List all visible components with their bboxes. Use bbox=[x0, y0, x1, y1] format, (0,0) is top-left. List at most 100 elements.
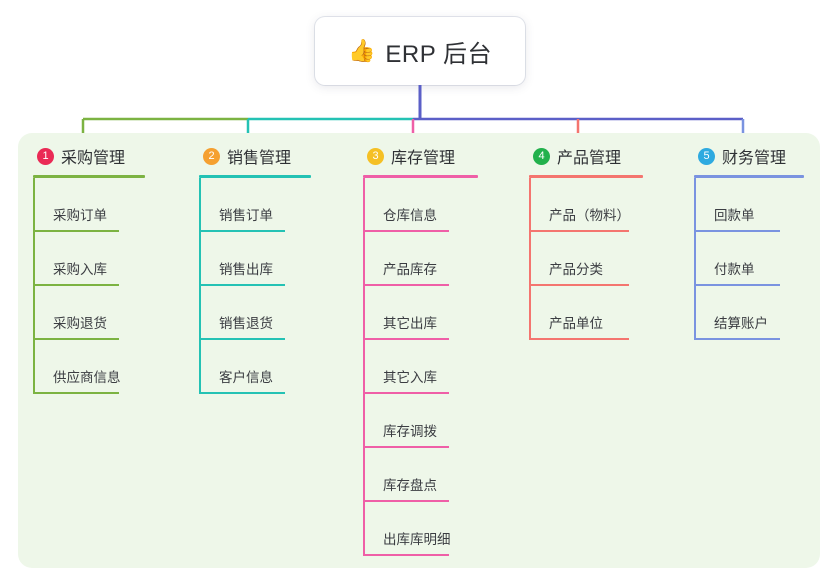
leaf-node[interactable]: 采购退货 bbox=[33, 286, 145, 340]
leaf-node[interactable]: 其它入库 bbox=[363, 340, 478, 394]
leaf-node[interactable]: 库存调拨 bbox=[363, 394, 478, 448]
leaf-node-rule bbox=[529, 284, 629, 286]
column-header-1[interactable]: 1 采购管理 bbox=[33, 144, 145, 168]
column-header-4[interactable]: 4 产品管理 bbox=[529, 144, 643, 168]
leaf-node-label: 结算账户 bbox=[714, 316, 768, 331]
column-header-rule bbox=[33, 175, 145, 178]
column-items: 仓库信息产品库存其它出库其它入库库存调拨库存盘点出库库明细 bbox=[363, 178, 478, 556]
column-badge-number: 1 bbox=[37, 147, 54, 165]
diagram-panel bbox=[18, 133, 820, 568]
leaf-node-label: 客户信息 bbox=[219, 370, 273, 385]
leaf-node-label: 其它入库 bbox=[383, 370, 437, 385]
leaf-node-label: 采购订单 bbox=[53, 208, 107, 223]
column-4: 4 产品管理产品（物料） 产品分类产品单位 bbox=[529, 144, 643, 340]
column-spine bbox=[33, 178, 35, 394]
column-header-rule bbox=[199, 175, 311, 178]
leaf-node-rule bbox=[199, 338, 285, 340]
leaf-node-label: 付款单 bbox=[714, 262, 755, 277]
leaf-node-rule bbox=[199, 284, 285, 286]
column-items: 采购订单采购入库采购退货供应商信息 bbox=[33, 178, 145, 394]
leaf-node-rule bbox=[199, 392, 285, 394]
leaf-node-rule bbox=[33, 338, 119, 340]
root-node-title: ERP 后台 bbox=[385, 40, 492, 68]
leaf-node-label: 回款单 bbox=[714, 208, 755, 223]
leaf-node-label: 其它出库 bbox=[383, 316, 437, 331]
leaf-node[interactable]: 产品（物料） bbox=[529, 178, 643, 232]
leaf-node-rule bbox=[529, 230, 629, 232]
column-badge-number: 5 bbox=[698, 147, 715, 165]
column-header-3[interactable]: 3 库存管理 bbox=[363, 144, 478, 168]
column-badge-number: 2 bbox=[203, 147, 220, 165]
leaf-node-rule bbox=[33, 284, 119, 286]
leaf-node-label: 采购退货 bbox=[53, 316, 107, 331]
leaf-node-label: 产品（物料） bbox=[549, 208, 630, 223]
leaf-node[interactable]: 产品分类 bbox=[529, 232, 643, 286]
column-spine bbox=[529, 178, 531, 340]
leaf-node[interactable]: 采购订单 bbox=[33, 178, 145, 232]
column-5: 5 财务管理回款单付款单结算账户 bbox=[694, 144, 804, 340]
leaf-node-label: 仓库信息 bbox=[383, 208, 437, 223]
column-1: 1 采购管理采购订单采购入库采购退货供应商信息 bbox=[33, 144, 145, 394]
leaf-node-label: 销售退货 bbox=[219, 316, 273, 331]
column-2: 2 销售管理销售订单销售出库销售退货客户信息 bbox=[199, 144, 311, 394]
leaf-node[interactable]: 供应商信息 bbox=[33, 340, 145, 394]
leaf-node[interactable]: 其它出库 bbox=[363, 286, 478, 340]
root-node-card[interactable]: 👍 ERP 后台 bbox=[315, 17, 525, 85]
leaf-node-rule bbox=[363, 230, 449, 232]
leaf-node[interactable]: 采购入库 bbox=[33, 232, 145, 286]
leaf-node[interactable]: 付款单 bbox=[694, 232, 804, 286]
column-spine bbox=[363, 178, 365, 556]
leaf-node[interactable]: 出库库明细 bbox=[363, 502, 478, 556]
leaf-node-label: 库存盘点 bbox=[383, 478, 437, 493]
column-badge-number: 4 bbox=[533, 147, 550, 165]
leaf-node[interactable]: 库存盘点 bbox=[363, 448, 478, 502]
leaf-node-rule bbox=[363, 500, 449, 502]
leaf-node-label: 销售出库 bbox=[219, 262, 273, 277]
column-title: 产品管理 bbox=[557, 150, 622, 167]
leaf-node-label: 供应商信息 bbox=[53, 370, 121, 385]
leaf-node[interactable]: 产品单位 bbox=[529, 286, 643, 340]
column-header-rule bbox=[529, 175, 643, 178]
column-title: 销售管理 bbox=[227, 150, 292, 167]
leaf-node-label: 销售订单 bbox=[219, 208, 273, 223]
root-node-content: 👍 ERP 后台 bbox=[348, 34, 492, 69]
leaf-node-label: 产品库存 bbox=[383, 262, 437, 277]
leaf-node-rule bbox=[694, 338, 780, 340]
column-spine bbox=[199, 178, 201, 394]
leaf-node[interactable]: 仓库信息 bbox=[363, 178, 478, 232]
leaf-node-rule bbox=[363, 446, 449, 448]
leaf-node-rule bbox=[694, 230, 780, 232]
column-title: 采购管理 bbox=[61, 150, 126, 167]
column-3: 3 库存管理仓库信息产品库存其它出库其它入库库存调拨库存盘点出库库明细 bbox=[363, 144, 478, 556]
column-header-2[interactable]: 2 销售管理 bbox=[199, 144, 311, 168]
leaf-node-rule bbox=[363, 554, 449, 556]
column-items: 产品（物料） 产品分类产品单位 bbox=[529, 178, 643, 340]
thumbs-up-icon: 👍 bbox=[348, 38, 376, 63]
column-items: 回款单付款单结算账户 bbox=[694, 178, 804, 340]
leaf-node[interactable]: 结算账户 bbox=[694, 286, 804, 340]
leaf-node[interactable]: 销售退货 bbox=[199, 286, 311, 340]
column-header-rule bbox=[694, 175, 804, 178]
leaf-node-rule bbox=[199, 230, 285, 232]
leaf-node-label: 库存调拨 bbox=[383, 424, 437, 439]
leaf-node-rule bbox=[363, 338, 449, 340]
column-title: 财务管理 bbox=[722, 150, 787, 167]
leaf-node-rule bbox=[33, 230, 119, 232]
leaf-node-label: 产品单位 bbox=[549, 316, 603, 331]
leaf-node-rule bbox=[363, 392, 449, 394]
column-badge-number: 3 bbox=[367, 147, 384, 165]
leaf-node-label: 采购入库 bbox=[53, 262, 107, 277]
leaf-node[interactable]: 销售订单 bbox=[199, 178, 311, 232]
column-header-5[interactable]: 5 财务管理 bbox=[694, 144, 804, 168]
leaf-node[interactable]: 销售出库 bbox=[199, 232, 311, 286]
leaf-node[interactable]: 客户信息 bbox=[199, 340, 311, 394]
column-title: 库存管理 bbox=[391, 150, 456, 167]
leaf-node[interactable]: 回款单 bbox=[694, 178, 804, 232]
column-items: 销售订单销售出库销售退货客户信息 bbox=[199, 178, 311, 394]
leaf-node-rule bbox=[694, 284, 780, 286]
leaf-node-rule bbox=[33, 392, 119, 394]
leaf-node-rule bbox=[363, 284, 449, 286]
leaf-node[interactable]: 产品库存 bbox=[363, 232, 478, 286]
leaf-node-rule bbox=[529, 338, 629, 340]
column-header-rule bbox=[363, 175, 478, 178]
